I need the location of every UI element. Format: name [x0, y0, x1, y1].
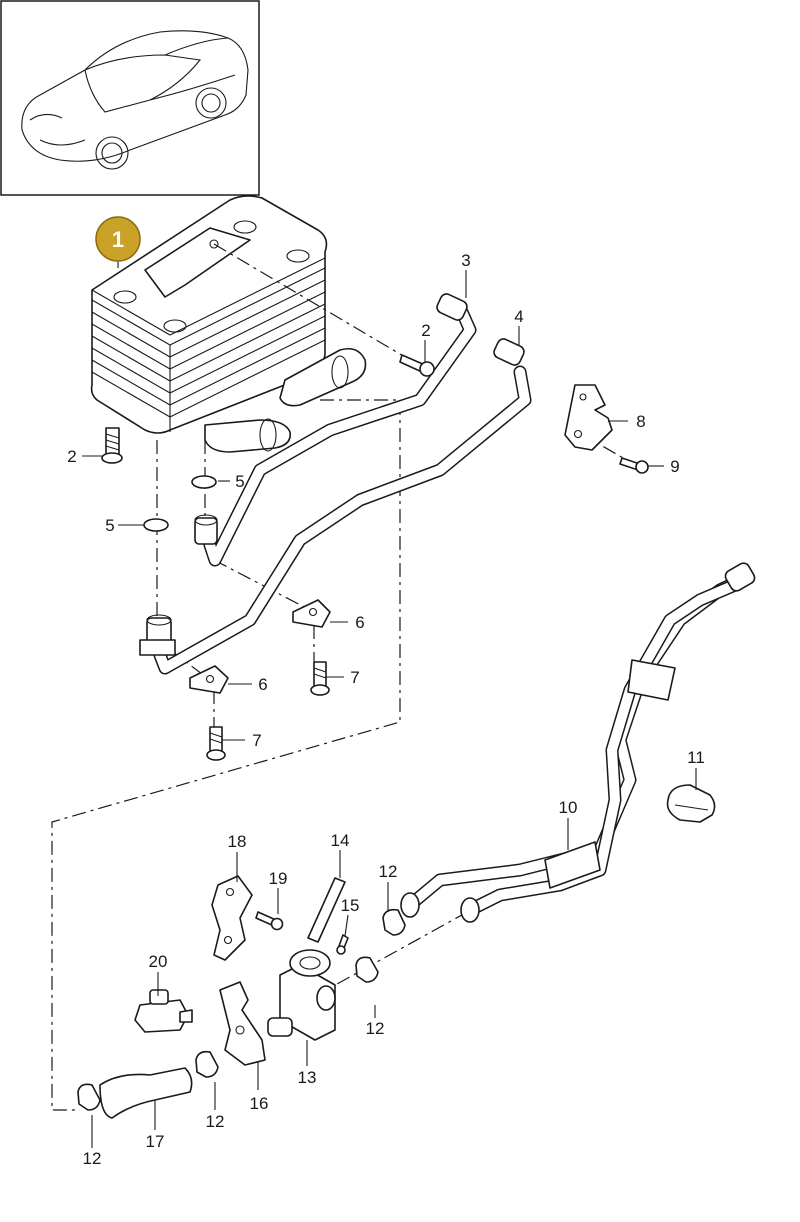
oil-pipe-4[interactable] [139, 337, 532, 675]
hose-clamp-12-b[interactable] [355, 956, 379, 983]
hose-clamp-11[interactable] [666, 784, 716, 823]
coolant-hose-elbows [204, 347, 367, 453]
callout-12-b[interactable]: 12 [366, 1019, 385, 1038]
hose-17[interactable] [99, 1067, 193, 1119]
callout-4[interactable]: 4 [514, 307, 523, 326]
bracket-16[interactable] [219, 981, 266, 1066]
car-outline-icon [21, 30, 249, 170]
bolt-2-lower[interactable] [101, 427, 123, 464]
callout-2-lower[interactable]: 2 [67, 447, 76, 466]
hose-clamp-12-d[interactable] [77, 1083, 101, 1111]
o-ring-5-upper[interactable] [191, 475, 217, 489]
bracket-6-upper[interactable] [292, 599, 331, 628]
oil-pipe-3[interactable] [194, 292, 477, 567]
leader-lines [82, 255, 697, 1148]
callout-11[interactable]: 11 [687, 748, 705, 767]
callout-9[interactable]: 9 [670, 457, 679, 476]
callout-12-a[interactable]: 12 [379, 862, 398, 881]
actuator-20[interactable] [134, 989, 193, 1033]
callout-5-upper[interactable]: 5 [235, 472, 244, 491]
badge-label: 1 [112, 227, 124, 252]
callout-labels: 2 2 3 4 5 5 6 6 7 7 8 9 10 11 12 12 12 1… [67, 251, 705, 1168]
callout-7-upper[interactable]: 7 [350, 668, 359, 687]
callout-3[interactable]: 3 [461, 251, 470, 270]
callout-5-lower[interactable]: 5 [105, 516, 114, 535]
bolt-7-lower[interactable] [206, 726, 226, 761]
part-badge-1[interactable]: 1 [95, 216, 141, 262]
callout-13[interactable]: 13 [298, 1068, 317, 1087]
callout-8[interactable]: 8 [636, 412, 645, 431]
callout-20[interactable]: 20 [149, 952, 168, 971]
callout-2-upper[interactable]: 2 [421, 321, 430, 340]
bolt-2-upper[interactable] [399, 354, 435, 377]
callout-14[interactable]: 14 [331, 831, 350, 850]
callout-15[interactable]: 15 [341, 896, 360, 915]
callout-6-lower[interactable]: 6 [258, 675, 267, 694]
callout-12-d[interactable]: 12 [83, 1149, 102, 1168]
bolt-9[interactable] [619, 457, 649, 474]
hose-clamp-12-a[interactable] [382, 908, 406, 936]
callout-10[interactable]: 10 [559, 798, 578, 817]
hose-clamp-12-c[interactable] [195, 1050, 219, 1078]
callout-18[interactable]: 18 [228, 832, 247, 851]
callout-16[interactable]: 16 [250, 1094, 269, 1113]
bolt-7-upper[interactable] [310, 661, 330, 696]
callout-19[interactable]: 19 [269, 869, 288, 888]
screw-15[interactable] [336, 934, 349, 955]
valve-13[interactable] [267, 949, 336, 1041]
callout-7-lower[interactable]: 7 [252, 731, 261, 750]
bracket-8[interactable] [564, 384, 613, 451]
callout-12-c[interactable]: 12 [206, 1112, 225, 1131]
screw-19[interactable] [255, 911, 284, 931]
o-ring-5-lower[interactable] [143, 518, 169, 532]
bracket-6-lower[interactable] [189, 665, 229, 694]
callout-6-upper[interactable]: 6 [355, 613, 364, 632]
bracket-18[interactable] [211, 875, 253, 961]
coolant-hose-10[interactable] [400, 561, 757, 923]
vehicle-thumbnail [0, 0, 260, 196]
callout-17[interactable]: 17 [146, 1132, 165, 1151]
strap-14[interactable] [307, 877, 346, 943]
